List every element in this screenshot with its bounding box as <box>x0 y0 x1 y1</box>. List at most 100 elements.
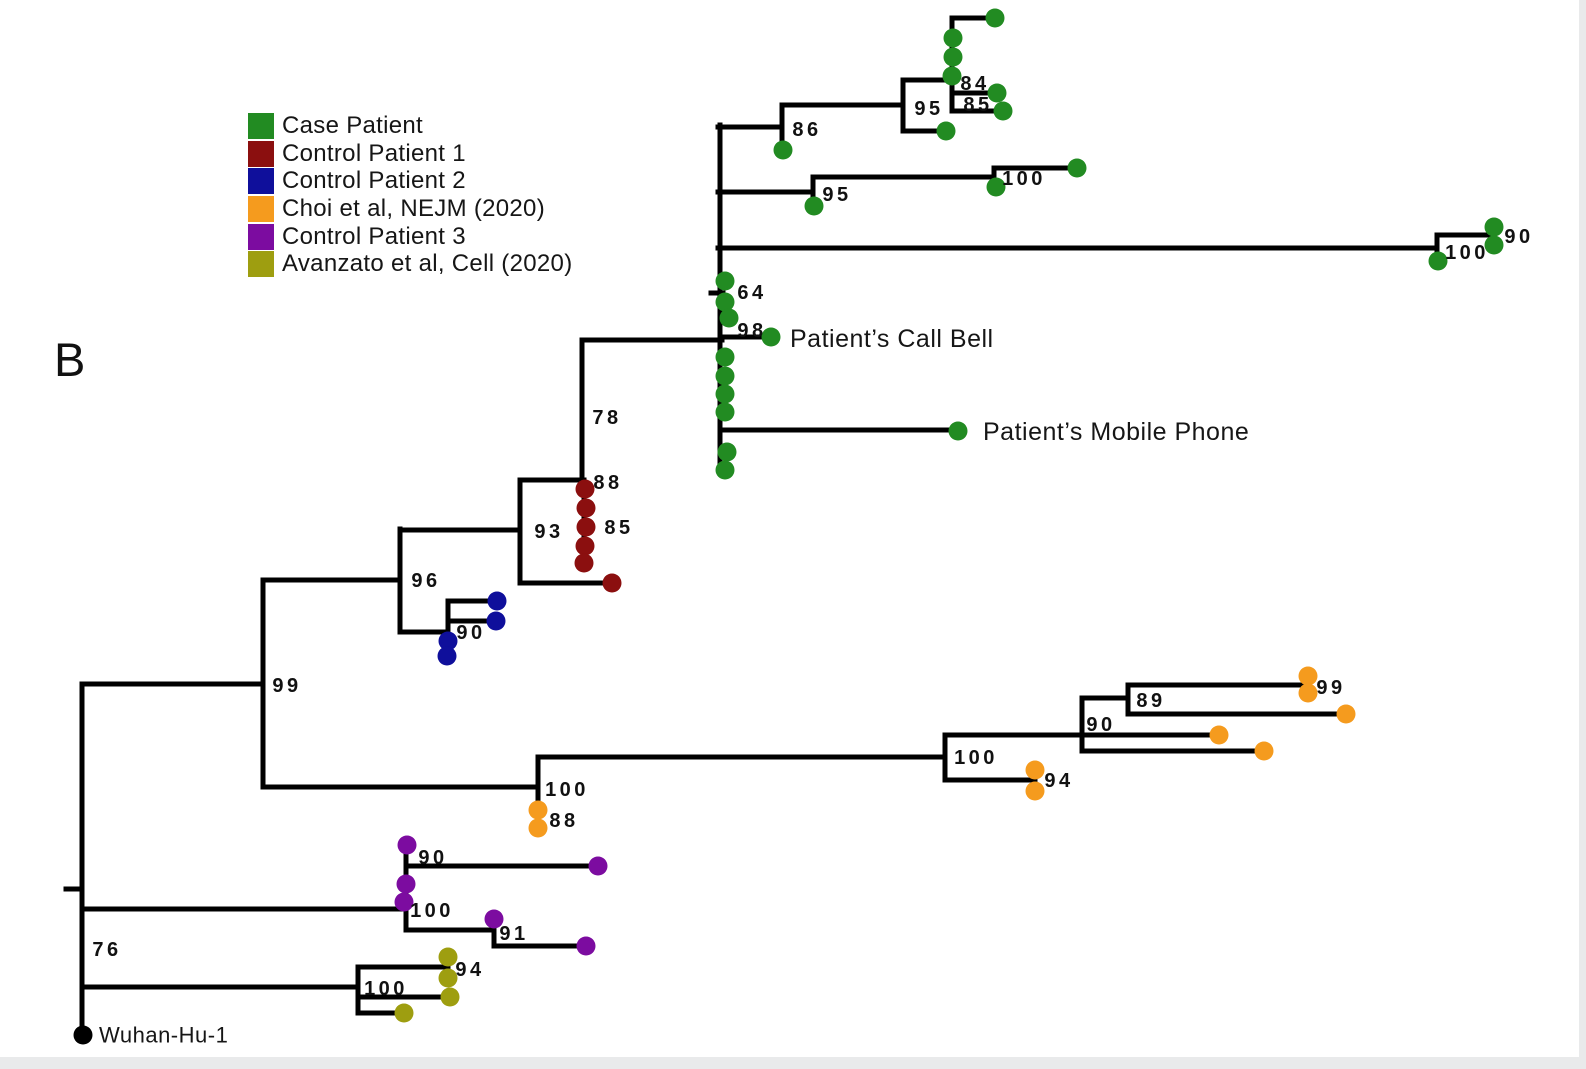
bootstrap-value: 90 <box>418 847 447 869</box>
legend-label-control-patient-2: Control Patient 2 <box>282 167 466 195</box>
tip-dot-black <box>73 1025 93 1045</box>
bootstrap-value: 96 <box>411 570 440 592</box>
tip-dot-green <box>943 47 963 67</box>
tip-dot-darkred <box>575 536 595 556</box>
legend-item-control-patient-3: Control Patient 3 <box>248 223 573 251</box>
tip-dot-green <box>942 66 962 86</box>
tip-dot-green <box>986 177 1006 197</box>
tip-dot-darkred <box>576 517 596 537</box>
bootstrap-value: 98 <box>737 320 766 342</box>
bootstrap-labels: 8485958695100100906498788885939690991008… <box>92 73 1533 1000</box>
tip-label: Wuhan-Hu-1 <box>99 1023 228 1048</box>
bootstrap-value: 64 <box>737 282 766 304</box>
legend-label-control-patient-3: Control Patient 3 <box>282 222 466 250</box>
bootstrap-value: 90 <box>456 622 485 644</box>
legend-label-control-patient-1: Control Patient 1 <box>282 139 466 167</box>
bootstrap-value: 88 <box>593 472 622 494</box>
tip-dot-purple <box>484 909 504 929</box>
bootstrap-value: 78 <box>592 407 621 429</box>
tip-dot-orange <box>1025 760 1045 780</box>
tip-dot-orange <box>1298 666 1318 686</box>
legend-label-case-patient: Case Patient <box>282 111 424 139</box>
tip-dot-green <box>773 140 793 160</box>
legend-item-control-patient-2: Control Patient 2 <box>248 167 573 195</box>
tree-tip-dots <box>73 8 1504 1045</box>
tip-dot-orange <box>528 800 548 820</box>
bootstrap-value: 100 <box>954 747 998 769</box>
bootstrap-value: 100 <box>545 779 589 801</box>
legend-swatch-control-patient-2 <box>248 168 274 195</box>
legend-label-choi-et-al: Choi et al, NEJM (2020) <box>282 194 546 222</box>
tip-label: Patient’s Call Bell <box>790 325 994 353</box>
tip-dot-green <box>1428 251 1448 271</box>
tip-dot-green <box>1484 235 1504 255</box>
bootstrap-value: 95 <box>822 184 851 206</box>
tip-dot-navy <box>487 591 507 611</box>
tip-dot-green <box>715 402 735 422</box>
tip-dot-green <box>943 28 963 48</box>
tip-dot-darkred <box>602 573 622 593</box>
bootstrap-value: 89 <box>1136 690 1165 712</box>
bootstrap-value: 90 <box>1504 226 1533 248</box>
tip-dot-olive <box>438 968 458 988</box>
tip-dot-orange <box>1254 741 1274 761</box>
tip-dot-orange <box>528 818 548 838</box>
legend-item-choi-et-al: Choi et al, NEJM (2020) <box>248 195 573 223</box>
tip-dot-green <box>1067 158 1087 178</box>
bootstrap-value: 100 <box>1002 168 1046 190</box>
tip-dot-darkred <box>574 553 594 573</box>
bootstrap-value: 95 <box>914 98 943 120</box>
tip-dot-green <box>761 327 781 347</box>
bootstrap-value: 88 <box>549 810 578 832</box>
panel-label: B <box>54 333 87 386</box>
tip-dot-purple <box>396 874 416 894</box>
bootstrap-value: 100 <box>364 978 408 1000</box>
bootstrap-value: 84 <box>960 73 989 95</box>
tip-dot-green <box>715 384 735 404</box>
tip-dot-green <box>715 460 735 480</box>
tip-dot-green <box>1484 217 1504 237</box>
tip-dot-orange <box>1298 683 1318 703</box>
legend-item-control-patient-1: Control Patient 1 <box>248 140 573 168</box>
legend-label-avanzato-et-al: Avanzato et al, Cell (2020) <box>282 250 573 278</box>
bootstrap-value: 94 <box>1044 770 1073 792</box>
tip-dot-green <box>719 308 739 328</box>
bootstrap-value: 86 <box>792 119 821 141</box>
bootstrap-value: 100 <box>1445 242 1489 264</box>
tip-dot-purple <box>576 936 596 956</box>
tip-dot-orange <box>1336 704 1356 724</box>
tip-dot-green <box>804 196 824 216</box>
bootstrap-value: 85 <box>604 517 633 539</box>
legend-item-avanzato-et-al: Avanzato et al, Cell (2020) <box>248 250 573 278</box>
tip-dot-green <box>715 292 735 312</box>
tip-dot-olive <box>440 987 460 1007</box>
tree-branches <box>63 15 1495 1038</box>
bootstrap-value: 76 <box>92 939 121 961</box>
tip-dot-green <box>936 121 956 141</box>
tip-dot-green <box>715 271 735 291</box>
tip-dot-darkred <box>575 479 595 499</box>
bootstrap-value: 99 <box>1316 677 1345 699</box>
legend-swatch-avanzato-et-al <box>248 251 274 278</box>
page-edge-right <box>1579 0 1586 1069</box>
bootstrap-value: 100 <box>410 900 454 922</box>
bootstrap-value: 90 <box>1086 714 1115 736</box>
tip-dot-green <box>993 101 1013 121</box>
tip-dot-green <box>987 83 1007 103</box>
tip-dot-navy <box>486 611 506 631</box>
bootstrap-value: 93 <box>534 521 563 543</box>
tip-dot-purple <box>394 892 414 912</box>
legend-swatch-case-patient <box>248 112 274 139</box>
tip-dot-darkred <box>576 498 596 518</box>
tip-dot-green <box>715 347 735 367</box>
legend: Case Patient Control Patient 1 Control P… <box>248 112 573 278</box>
tip-label: Patient’s Mobile Phone <box>983 418 1249 446</box>
legend-swatch-control-patient-1 <box>248 140 274 167</box>
tip-dot-purple <box>588 856 608 876</box>
tip-dot-green <box>948 421 968 441</box>
tip-dot-green <box>717 442 737 462</box>
tip-dot-orange <box>1209 725 1229 745</box>
bootstrap-value: 91 <box>499 923 528 945</box>
